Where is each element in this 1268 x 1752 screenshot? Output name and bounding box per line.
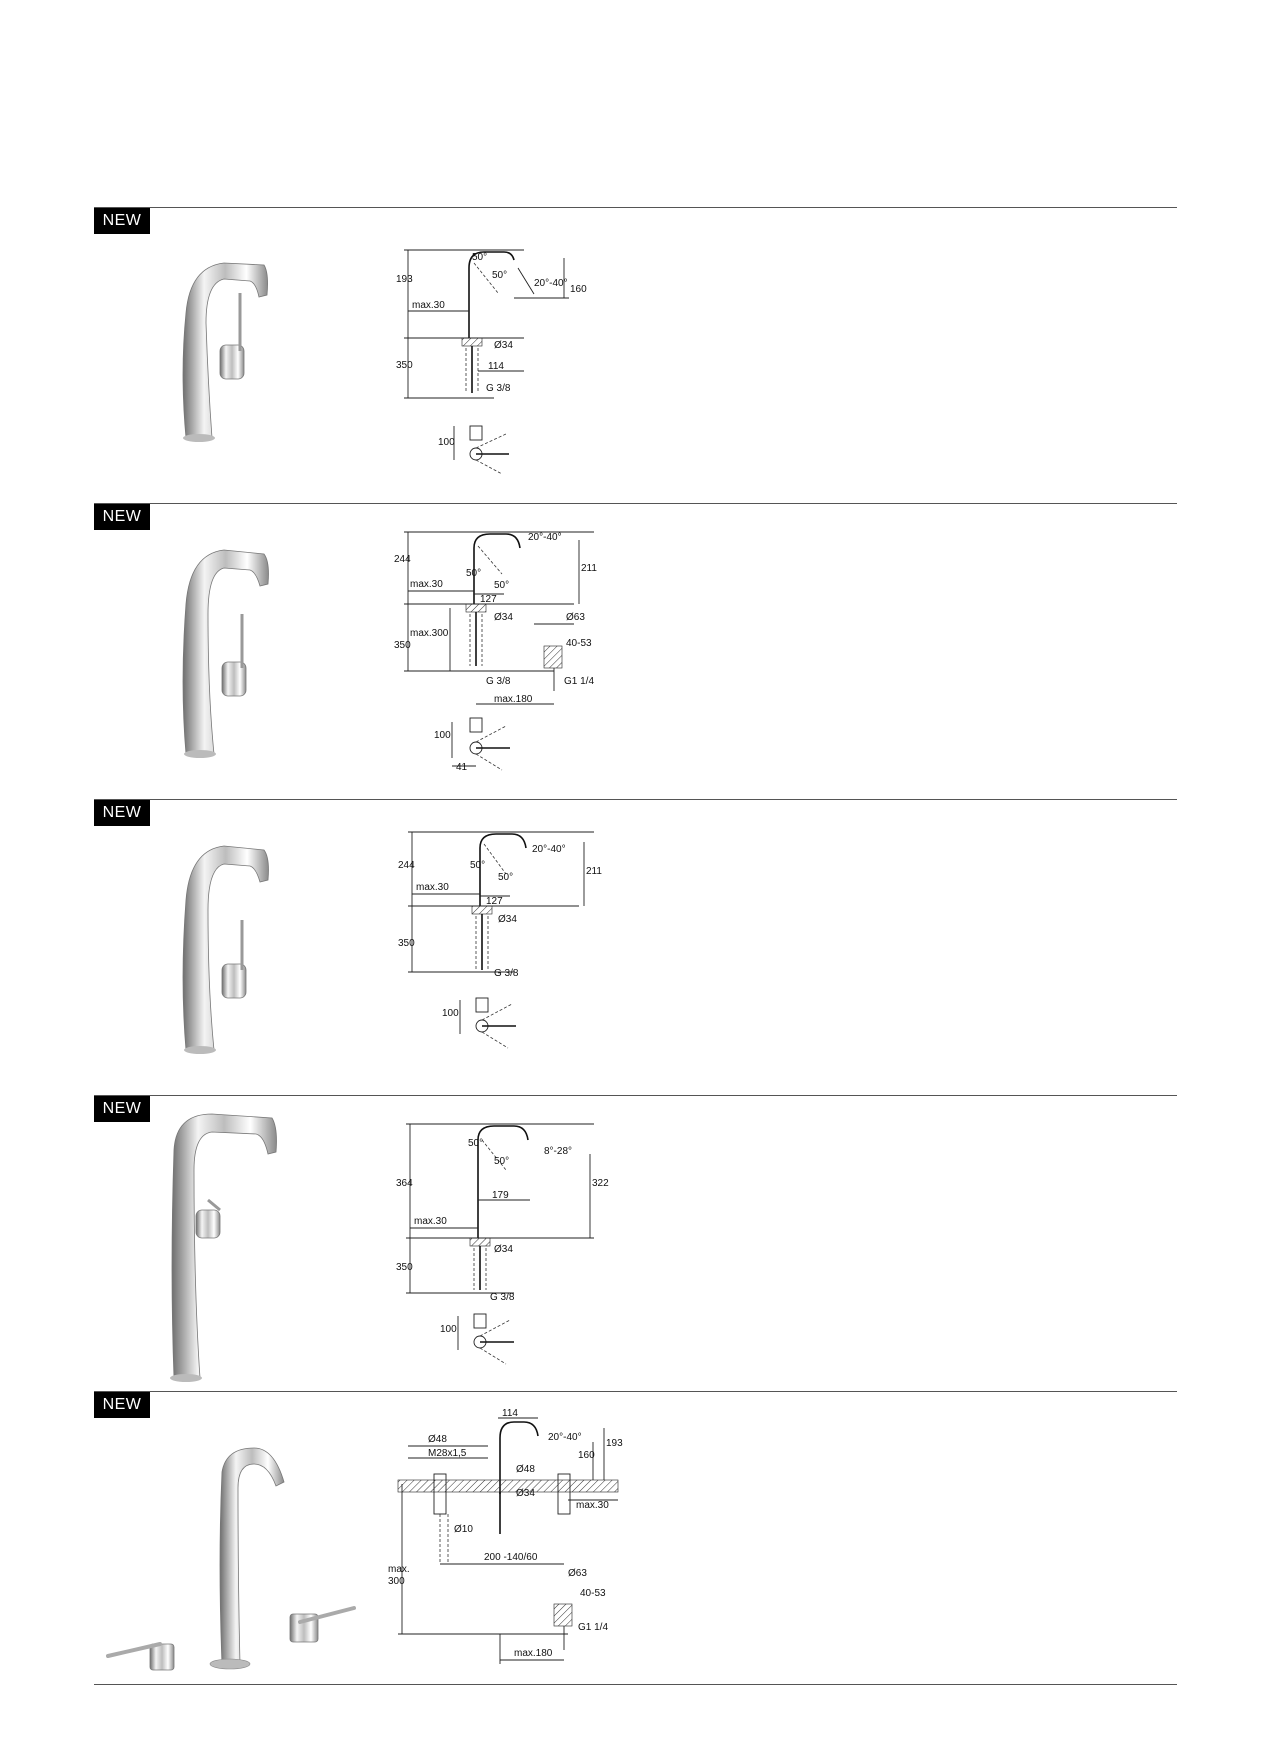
technical-drawing-3: 244 50° 20°-40° 50° 211 max.30 127 Ø34 3… — [398, 831, 602, 1049]
new-badge: NEW — [94, 1096, 150, 1122]
product-section-2: NEW 244 50° 20°-40° 50° 211 max.30 127 Ø… — [94, 503, 1177, 800]
footer-divider — [94, 1684, 1177, 1685]
product-section-5: NEW 114 Ø48 20°-40° 193 M2 — [94, 1391, 1177, 1688]
dim-label: 160 — [570, 284, 587, 295]
dim-label: 350 — [396, 360, 413, 371]
dim-label: G 3/8 — [486, 676, 511, 687]
dim-label: 50° — [492, 270, 507, 281]
product-section-1: NEW 50° 50° 193 20°-40° 160 max.30 Ø34 3… — [94, 207, 1177, 504]
dim-label: max.30 — [410, 579, 443, 590]
dim-label: 211 — [586, 866, 602, 877]
dim-label: max.30 — [414, 1216, 447, 1227]
dim-label: 20°-40° — [534, 278, 568, 289]
dim-label: 200 -140/60 — [484, 1552, 538, 1563]
dim-label: 20°-40° — [548, 1432, 582, 1443]
dim-label: Ø48 — [428, 1434, 447, 1445]
dim-label: G1 1/4 — [564, 676, 594, 687]
dim-label: max.180 — [494, 694, 533, 705]
dim-label: 50° — [466, 568, 481, 579]
dim-label: 244 — [398, 860, 415, 871]
dim-label: 244 — [394, 554, 411, 565]
dim-label: 100 — [442, 1008, 459, 1019]
technical-drawing-2: 244 50° 20°-40° 50° 211 max.30 127 Ø34 Ø… — [394, 531, 597, 773]
dim-label: 127 — [480, 594, 497, 605]
faucet-photo-extra-large — [170, 1113, 277, 1382]
dim-label: max.180 — [514, 1648, 553, 1659]
three-hole-faucet-set-photo — [106, 1447, 356, 1671]
dim-label: 50° — [494, 580, 509, 591]
technical-drawing-4: 50° 50° 8°-28° 364 322 179 max.30 Ø34 35… — [396, 1123, 609, 1365]
dim-label: 50° — [468, 1138, 483, 1149]
dim-label: M28x1,5 — [428, 1448, 467, 1459]
dim-label: max.30 — [412, 300, 445, 311]
dim-label: 350 — [396, 1262, 413, 1273]
dim-label: 50° — [498, 872, 513, 883]
dim-label: max.30 — [576, 1500, 609, 1511]
dim-label: 211 — [581, 563, 597, 574]
dim-label: Ø10 — [454, 1524, 473, 1535]
dim-label: G 3/8 — [494, 968, 519, 979]
dim-label: 50° — [470, 860, 485, 871]
dim-label: 193 — [606, 1438, 623, 1449]
dim-label: Ø34 — [516, 1488, 535, 1499]
dim-label: 100 — [438, 437, 455, 448]
dim-label: 8°-28° — [544, 1146, 572, 1157]
dim-label: 100 — [434, 730, 451, 741]
dim-label: 322 — [592, 1178, 609, 1189]
dim-label: 127 — [486, 896, 503, 907]
new-badge: NEW — [94, 1392, 150, 1418]
dim-label: max.300 — [410, 628, 449, 639]
product-section-4: NEW 50° 50° 8°-28° 364 322 179 max.30 Ø3… — [94, 1095, 1177, 1392]
new-badge: NEW — [94, 504, 150, 530]
dim-label: G 3/8 — [490, 1292, 515, 1303]
dim-label: Ø63 — [566, 612, 585, 623]
faucet-photo-large-with-waste — [182, 549, 269, 758]
new-badge: NEW — [94, 208, 150, 234]
product-section-3: NEW 244 50° 20°-40° 50° 211 max.30 127 Ø… — [94, 799, 1177, 1096]
dim-label: 179 — [492, 1190, 509, 1201]
dim-label: 40-53 — [580, 1588, 606, 1599]
dim-label: 350 — [398, 938, 415, 949]
dim-label: Ø34 — [498, 914, 517, 925]
dim-label: Ø34 — [494, 340, 513, 351]
dim-label: 41 — [456, 762, 468, 773]
dim-label: 193 — [396, 274, 413, 285]
dim-label: Ø48 — [516, 1464, 535, 1475]
dim-label: 40-53 — [566, 638, 592, 649]
dim-label: 100 — [440, 1324, 457, 1335]
dim-label: G 3/8 — [486, 383, 511, 394]
dim-label: Ø34 — [494, 1244, 513, 1255]
dim-label: 364 — [396, 1178, 413, 1189]
dim-label: G1 1/4 — [578, 1622, 608, 1633]
dim-label: 350 — [394, 640, 411, 651]
dim-label: Ø63 — [568, 1568, 587, 1579]
dim-label: 114 — [488, 361, 504, 372]
dim-label: 20°-40° — [528, 532, 562, 543]
dim-label: 300 — [388, 1576, 405, 1587]
technical-drawing-1: 50° 50° 193 20°-40° 160 max.30 Ø34 350 1… — [396, 249, 587, 475]
dim-label: 50° — [494, 1156, 509, 1167]
dim-label: 20°-40° — [532, 844, 566, 855]
new-badge: NEW — [94, 800, 150, 826]
dim-label: 114 — [502, 1408, 518, 1419]
faucet-photo-large — [182, 845, 269, 1054]
dim-label: max. — [388, 1564, 410, 1575]
technical-drawing-5: 114 Ø48 20°-40° 193 M28x1,5 160 Ø48 Ø34 … — [388, 1408, 623, 1664]
faucet-photo-medium — [182, 262, 268, 442]
dim-label: Ø34 — [494, 612, 513, 623]
dim-label: 50° — [472, 252, 487, 263]
dim-label: 160 — [578, 1450, 595, 1461]
dim-label: max.30 — [416, 882, 449, 893]
